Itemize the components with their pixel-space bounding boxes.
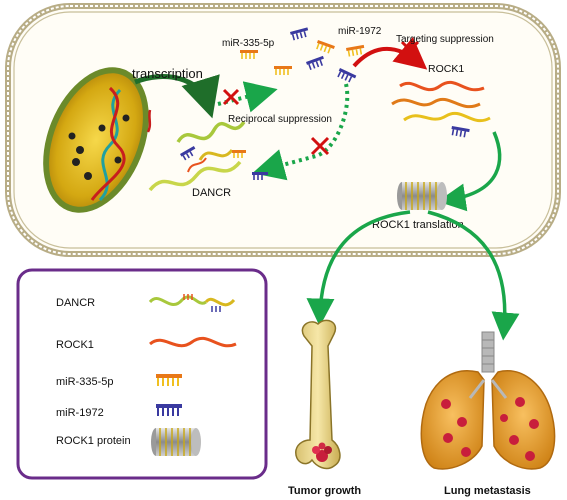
lungs-icon [420, 331, 556, 470]
transcription-arrow [134, 74, 220, 119]
lung-metastasis-label: Lung metastasis [444, 485, 531, 497]
rock1-mrna [391, 80, 491, 122]
mir-335-5p-icon [240, 50, 258, 59]
nucleus [43, 67, 152, 213]
mirna-cluster-top [240, 27, 365, 83]
arrow-to-lung [427, 210, 520, 341]
rock1-translation-label: ROCK1 translation [372, 219, 464, 231]
mir-1972-icon [306, 55, 324, 71]
mir-1972-icon [180, 146, 196, 161]
reciprocal-label: Reciprocal suppression [228, 114, 332, 125]
dancr-rna [148, 120, 246, 192]
dancr-label: DANCR [192, 187, 231, 199]
legend-label-mir335: miR-335-5p [56, 376, 113, 388]
mir-1972-icon [451, 126, 470, 138]
mir-1972-icon [290, 27, 309, 41]
legend-label-mir1972: miR-1972 [56, 407, 104, 419]
femur-bone-icon [295, 319, 341, 470]
mir-1972-icon [252, 172, 268, 180]
dancr-rna-icon [148, 294, 236, 312]
metastasis-icon [441, 397, 539, 461]
legend: DANCR ROCK1 miR-335-5p miR-1972 ROCK1 pr… [16, 268, 268, 480]
mir-335-5p-icon [346, 44, 365, 57]
mir-335-5p-icon [156, 374, 182, 386]
translation-arrow [437, 131, 502, 212]
arrow-to-tumor [306, 210, 411, 327]
mir-335-5p-icon [232, 150, 246, 158]
mir1972-label: miR-1972 [338, 26, 382, 37]
tumor-icon [312, 442, 332, 462]
tumor-growth-label: Tumor growth [288, 485, 361, 497]
rock1-protein-icon [397, 182, 447, 210]
rock1-label: ROCK1 [428, 63, 464, 75]
block-x-icon [310, 136, 330, 156]
dna-helix-icon [68, 86, 130, 202]
mir-1972-icon [337, 68, 357, 83]
mir-1972-icon [156, 404, 182, 416]
transcription-label: transcription [132, 66, 203, 81]
targeting-label: Targeting suppression [396, 34, 494, 45]
block-x-icon [222, 88, 240, 106]
legend-label-rock1: ROCK1 [56, 339, 94, 351]
block-x-icon [400, 40, 420, 60]
mir-335-5p-icon [274, 66, 292, 75]
mir335-label: miR-335-5p [222, 38, 275, 49]
mir-335-5p-icon [316, 40, 335, 54]
legend-label-rock1-protein: ROCK1 protein [56, 435, 131, 447]
targeting-arrow [352, 36, 428, 70]
reciprocal-arrow-down [252, 83, 350, 181]
rock1-mrna-icon [149, 336, 237, 348]
rock1-protein-icon [151, 428, 201, 456]
legend-label-dancr: DANCR [56, 297, 95, 309]
